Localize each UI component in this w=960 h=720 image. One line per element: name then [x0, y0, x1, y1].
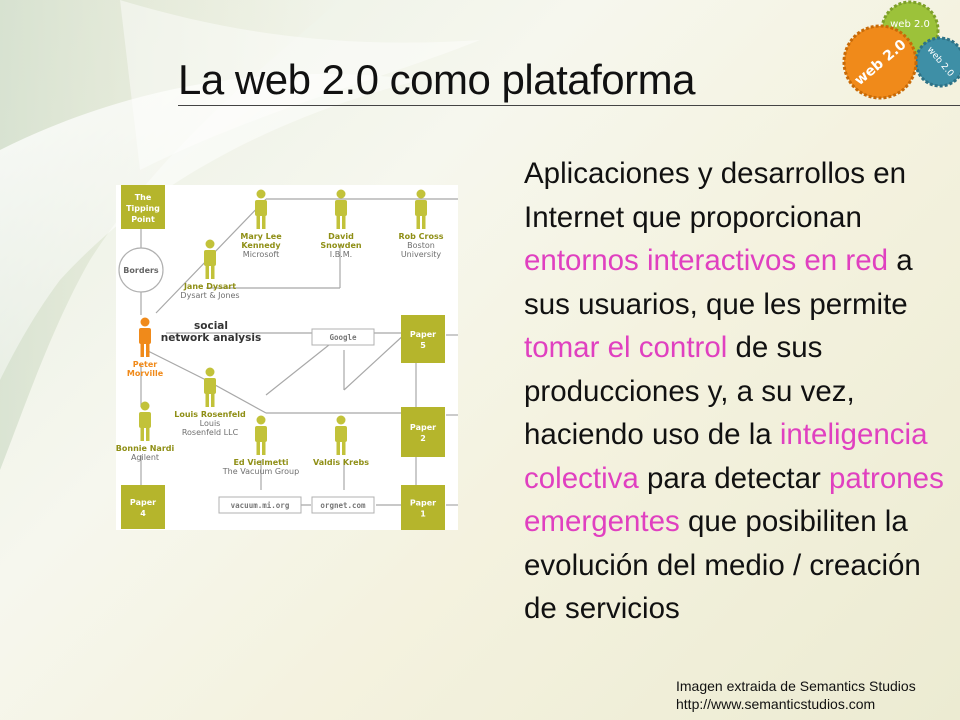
badge-web20-orange: web 2.0 — [842, 24, 918, 100]
box-paper4: Paper 4 — [121, 485, 165, 529]
person-org: I.B.M. — [330, 250, 352, 259]
person-name: Rob Cross — [398, 232, 443, 241]
person-name: Jane Dysart — [183, 282, 236, 291]
highlighted-phrase: inteligencia colectiva — [524, 418, 928, 495]
tag-orgnet: orgnet.com — [311, 496, 375, 514]
body-phrase: para detectar — [638, 461, 830, 495]
person-org: University — [401, 250, 442, 259]
box-label: Paper — [130, 498, 156, 507]
box-paper5: Paper 5 — [401, 315, 445, 363]
box-paper2: Paper 2 — [401, 407, 445, 457]
person-name: Kennedy — [241, 241, 281, 250]
borders-node: Borders — [118, 247, 164, 293]
person-icon — [204, 367, 216, 407]
person-org: Louis — [200, 419, 221, 428]
diagram-canvas: TheTippingPointPaper5Paper2Paper4Paper1B… — [116, 185, 458, 530]
slide-title: La web 2.0 como plataforma — [178, 56, 695, 103]
badge-web20-blue: web 2.0 — [914, 36, 960, 88]
image-credit: Imagen extraida de Semantics Studios htt… — [676, 677, 916, 713]
person-org: Agilent — [131, 453, 159, 462]
person-icon — [335, 415, 347, 455]
body-phrase: a sus usuarios, que les permite — [524, 244, 913, 321]
borders-label: Borders — [123, 266, 159, 275]
person-icon — [415, 189, 427, 229]
person-icon — [255, 415, 267, 455]
person-org: The Vacuum Group — [222, 467, 299, 476]
person-name: Peter — [133, 360, 158, 369]
box-label: 5 — [420, 341, 426, 350]
box-label: Paper — [410, 499, 436, 508]
body-phrase: de sus producciones y, a su vez, haciend… — [524, 331, 855, 451]
person-icon — [255, 189, 267, 229]
box-label: 4 — [140, 509, 146, 518]
box-label: The — [135, 193, 152, 202]
person-name: Mary Lee — [240, 232, 282, 241]
box-label: Point — [131, 215, 155, 224]
body-phrase: que posibiliten la evolución del medio /… — [524, 505, 921, 625]
box-label: Tipping — [126, 204, 160, 213]
tag-label: vacuum.mi.org — [231, 501, 290, 510]
badge-label: web 2.0 — [890, 19, 930, 30]
tag-label: Google — [329, 333, 357, 342]
box-label: 2 — [420, 434, 426, 443]
person-org: Boston — [407, 241, 435, 250]
highlighted-phrase: tomar el control — [524, 331, 728, 364]
box-label: Paper — [410, 423, 436, 432]
title-underline — [178, 105, 960, 106]
person-icon — [335, 189, 347, 229]
person-valdis: Valdis Krebs — [313, 415, 369, 467]
person-icon — [139, 401, 151, 441]
person-icon — [139, 317, 151, 357]
box-label: 1 — [420, 510, 426, 519]
person-name: Morville — [127, 369, 164, 378]
center-label-line2: network analysis — [161, 332, 262, 344]
web20-badges: web 2.0 web 2.0 web 2.0 — [842, 0, 960, 100]
person-icon — [204, 239, 216, 279]
person-org: Rosenfeld LLC — [182, 428, 239, 437]
person-name: Valdis Krebs — [313, 458, 369, 467]
person-name: Ed Vielmetti — [233, 458, 288, 467]
center-label-line1: social — [194, 320, 228, 332]
highlighted-phrase: patrones emergentes — [524, 461, 944, 539]
person-name: Snowden — [320, 241, 361, 250]
credit-url: http://www.semanticstudios.com — [676, 696, 876, 712]
person-org: Dysart & Jones — [180, 291, 239, 300]
highlighted-phrase: entornos interactivos en red — [524, 244, 889, 277]
tag-label: orgnet.com — [320, 501, 366, 510]
credit-source: Imagen extraida de Semantics Studios — [676, 678, 916, 694]
person-name: Louis Rosenfeld — [174, 410, 246, 419]
body-phrase: Aplicaciones y desarrollos en Internet q… — [524, 157, 907, 234]
person-org: Microsoft — [243, 250, 279, 259]
box-paper1: Paper 1 — [401, 485, 445, 530]
body-text: Aplicaciones y desarrollos en Internet q… — [524, 152, 954, 631]
person-name: David — [328, 232, 354, 241]
tag-google: Google — [311, 328, 375, 346]
person-name: Bonnie Nardi — [116, 444, 174, 453]
tag-vacuum: vacuum.mi.org — [218, 496, 302, 514]
box-label: Paper — [410, 330, 436, 339]
